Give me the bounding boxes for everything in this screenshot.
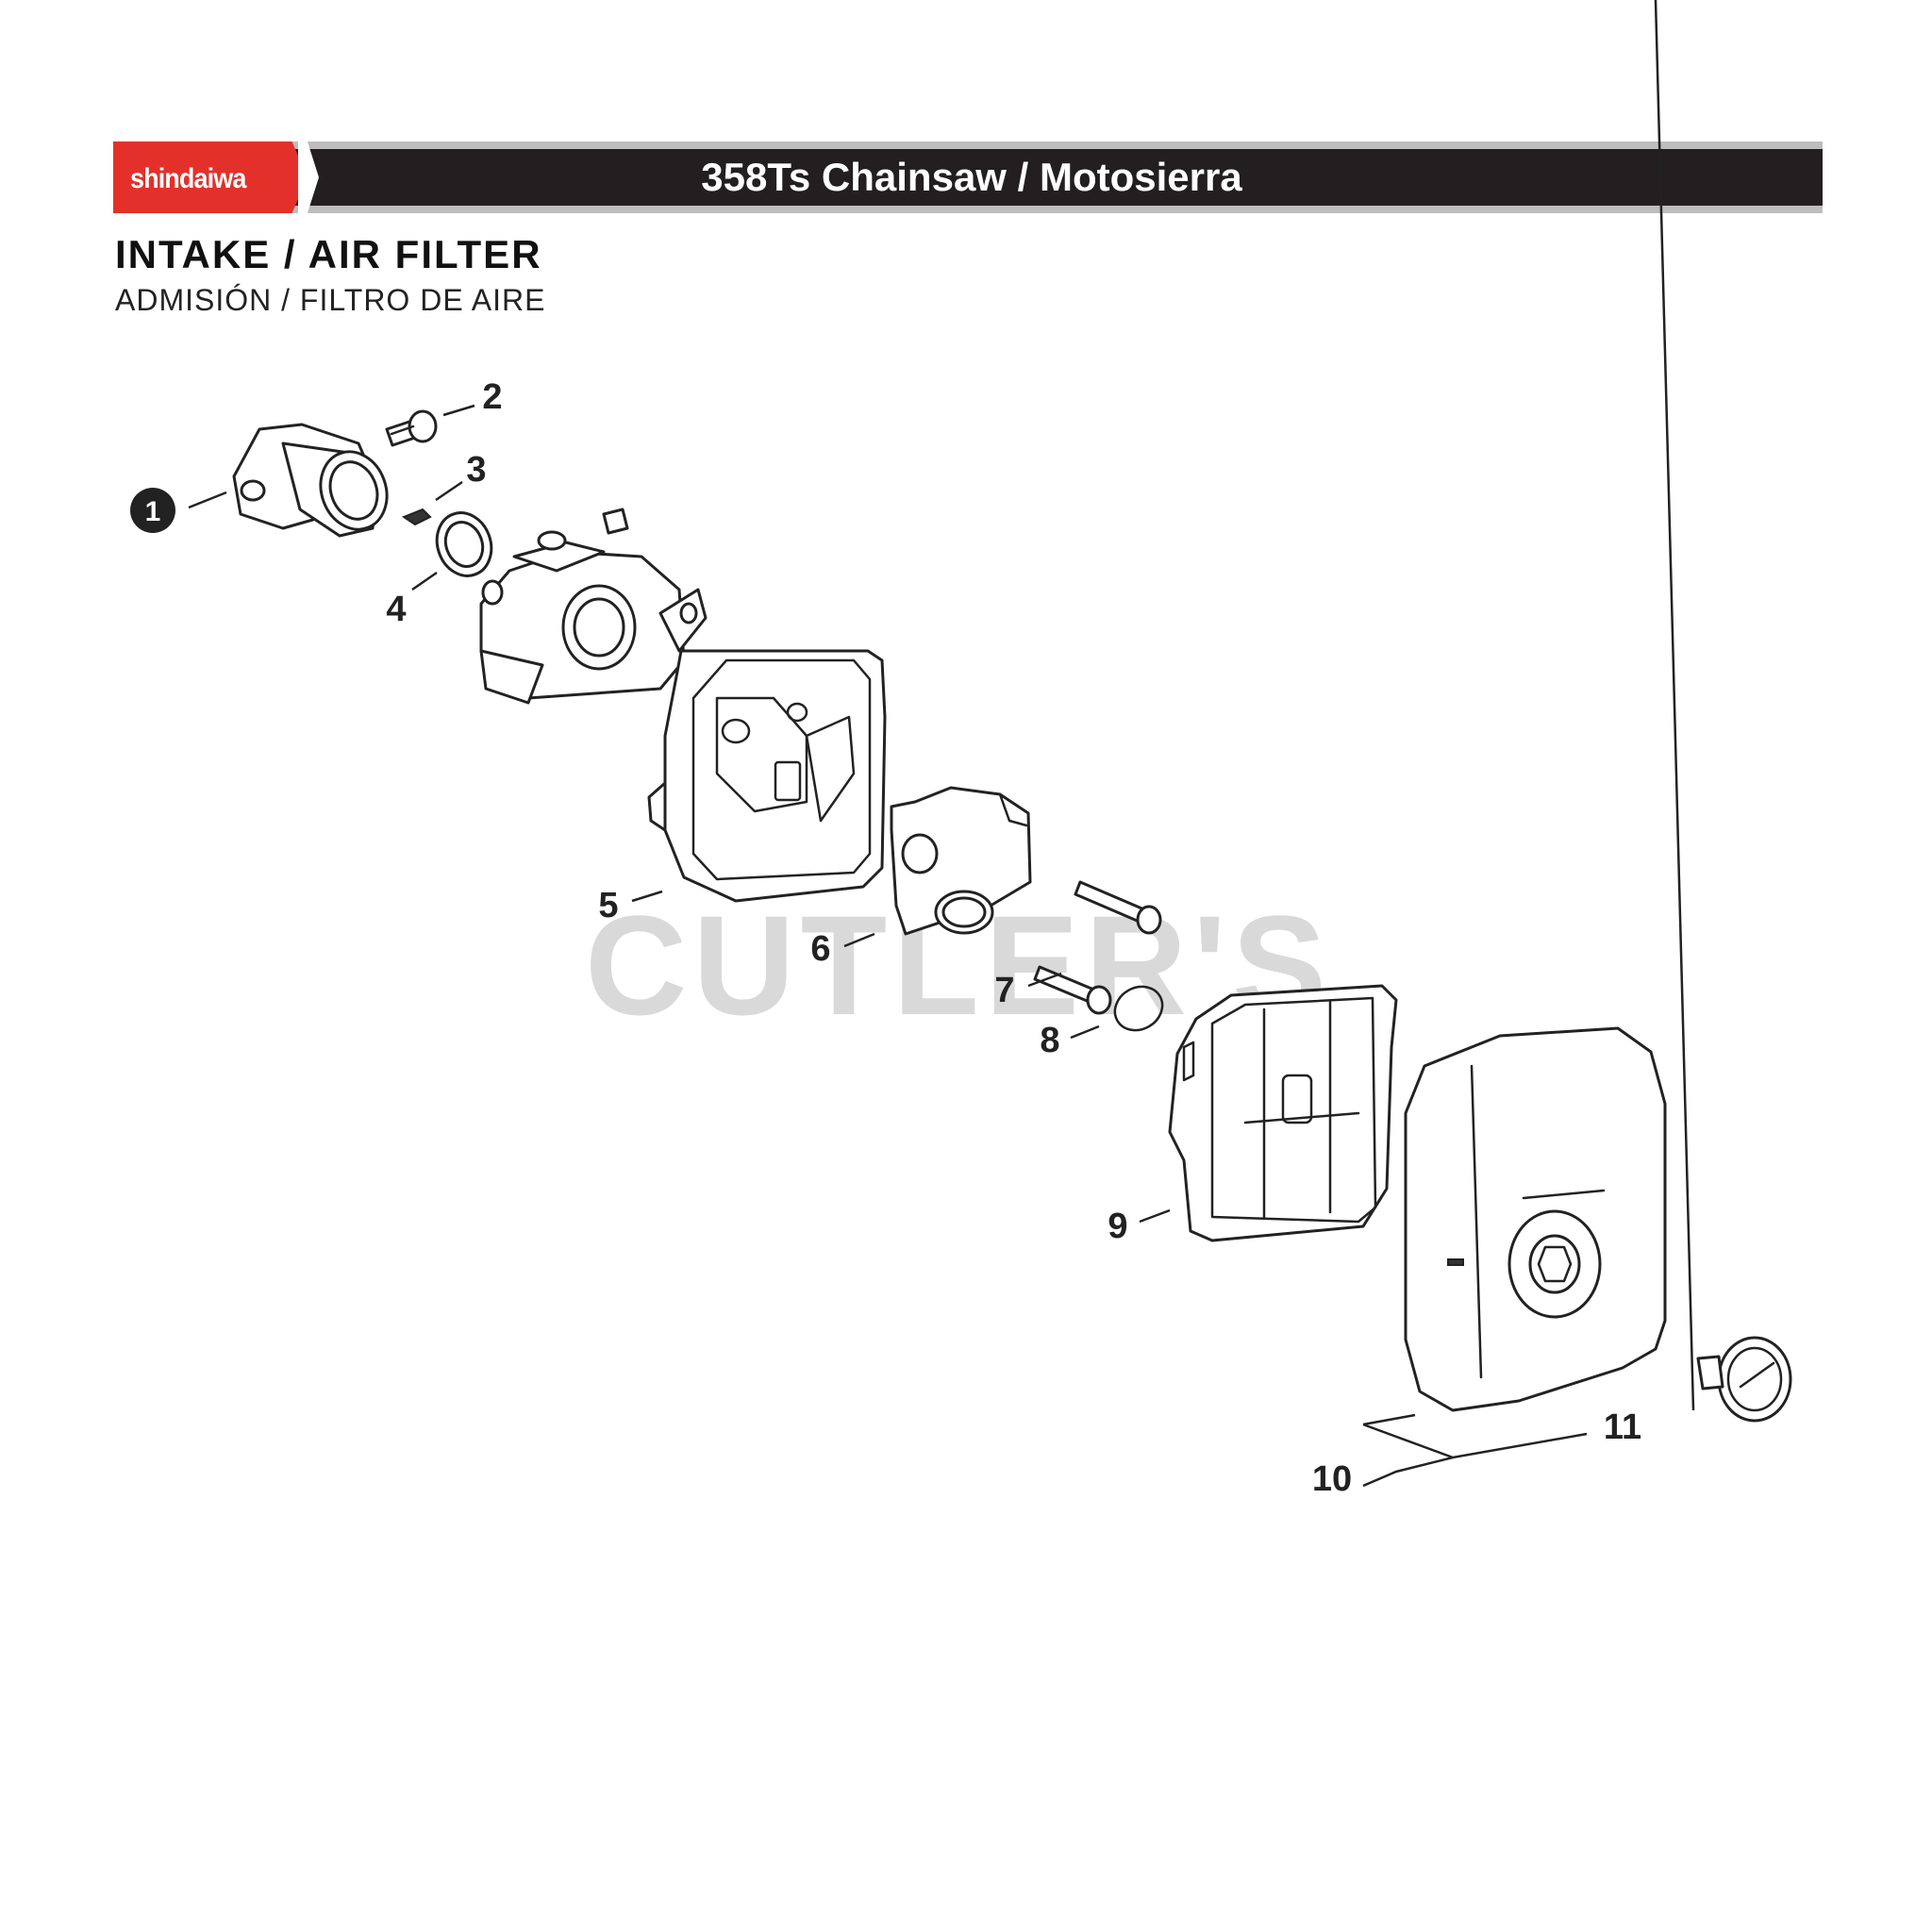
callout-2: 2 [482,377,502,417]
callout-3: 3 [466,450,486,490]
leader-lines [188,0,1695,1488]
callout-9: 9 [1108,1207,1127,1246]
callout-7: 7 [994,971,1014,1010]
part-4-ring [435,511,493,577]
part-2-screw [385,409,438,447]
callout-11: 11 [1604,1407,1641,1447]
part-11-knob [1696,1336,1792,1423]
callout-8: 8 [1040,1021,1059,1060]
part-6-adapter [890,786,1032,936]
page-title: 358Ts Chainsaw / Motosierra [701,155,1242,199]
part-3-clip [401,508,432,526]
brand-logo-badge [113,142,308,213]
section-title: INTAKE / AIR FILTER [115,232,542,276]
carburetor-assembly [479,508,708,705]
callout-4: 4 [386,590,406,629]
part-1-intake-manifold [232,423,389,538]
part-5-air-filter-base [647,649,887,903]
callout-1-badge [130,488,175,533]
part-10-air-filter-cover [1404,1026,1667,1412]
callout-10: 10 [1312,1459,1352,1499]
part-9-air-filter [1168,984,1398,1242]
callout-1: 1 [145,496,161,527]
callout-6: 6 [810,929,830,969]
header-banner [113,149,1823,206]
callout-5: 5 [598,886,618,925]
part-8-o-ring [1113,985,1164,1032]
section-subtitle: ADMISIÓN / FILTRO DE AIRE [115,283,546,317]
part-7-bolts [1033,880,1162,1015]
brand-logo: shindaiwa [130,163,246,194]
